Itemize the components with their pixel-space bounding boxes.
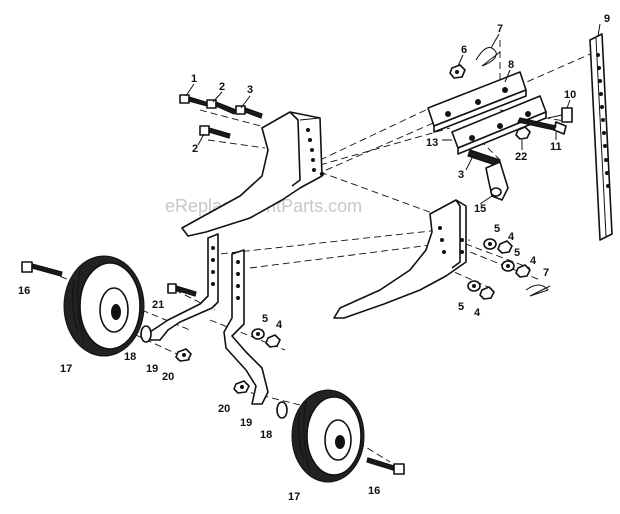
wheel-bracket-upper [149,233,219,341]
callout-2-b: 2 [192,143,198,155]
callout-4-a: 4 [508,231,515,243]
axle-bolt-16-right [366,457,405,475]
bolt-21 [167,283,197,297]
callout-3-a: 3 [247,84,253,96]
callout-21: 21 [152,299,164,311]
callout-20-b: 20 [218,403,230,415]
callout-18-a: 18 [124,351,136,363]
hair-pin-7-top [475,47,501,67]
callout-22: 22 [515,151,527,163]
callout-4-c: 4 [474,307,481,319]
callout-4-d: 4 [276,319,283,331]
washer-5d [251,328,265,340]
callout-3-b: 3 [458,169,464,181]
bolt-2-lower [199,125,231,139]
callout-5-c: 5 [458,301,464,313]
callout-11: 11 [550,141,562,153]
callout-15: 15 [474,203,486,215]
washer-5c [467,280,481,292]
callout-4-b: 4 [530,255,537,267]
callout-1: 1 [191,73,197,85]
nut-20b [233,380,250,394]
washer-5a [483,238,497,250]
callout-19-a: 19 [146,363,158,375]
wheel-right [291,389,365,483]
washer-5b [501,260,515,272]
nut-4d [265,334,281,348]
wheel-left [63,255,145,357]
spring-pin-15 [467,149,509,201]
callout-7-b: 7 [543,267,549,279]
callout-17-a: 17 [60,363,72,375]
leader-lines [185,23,601,205]
callout-8: 8 [508,59,514,71]
upper-clamp-bracket [427,71,527,133]
washer-18a [140,325,152,343]
nut-4c [479,286,495,300]
bolt-11 [517,117,567,135]
callout-5-a: 5 [494,223,500,235]
callout-13: 13 [426,137,438,149]
nut-4a [497,240,513,254]
callout-18-b: 18 [260,429,272,441]
bolt-3-top [235,105,263,119]
callout-6: 6 [461,44,467,56]
callout-20-a: 20 [162,371,174,383]
callout-5-b: 5 [514,247,520,259]
bolt-10 [547,107,573,123]
washer-18b [276,401,288,419]
right-frame-bracket [333,199,467,319]
callout-16-a: 16 [18,285,30,297]
callout-19-b: 19 [240,417,252,429]
callout-9: 9 [604,13,610,25]
wheel-bracket-lower [223,249,269,405]
nut-20a [175,348,192,362]
bolt-2-top [206,99,237,115]
depth-bar [589,33,613,241]
left-frame-bracket [181,111,325,237]
nut-4b [515,264,531,278]
nut-6 [449,64,466,79]
nut-22 [515,126,531,140]
hair-pin-7-right [525,284,551,297]
callout-10: 10 [564,89,576,101]
axle-bolt-16-left [21,261,63,277]
callout-5-d: 5 [262,313,268,325]
callout-16-b: 16 [368,485,380,497]
callout-17-b: 17 [288,491,300,503]
callout-2-a: 2 [219,81,225,93]
callouts: 1 2 3 2 6 7 8 9 10 11 13 22 3 15 5 4 5 4… [18,13,610,503]
callout-7-a: 7 [497,23,503,35]
